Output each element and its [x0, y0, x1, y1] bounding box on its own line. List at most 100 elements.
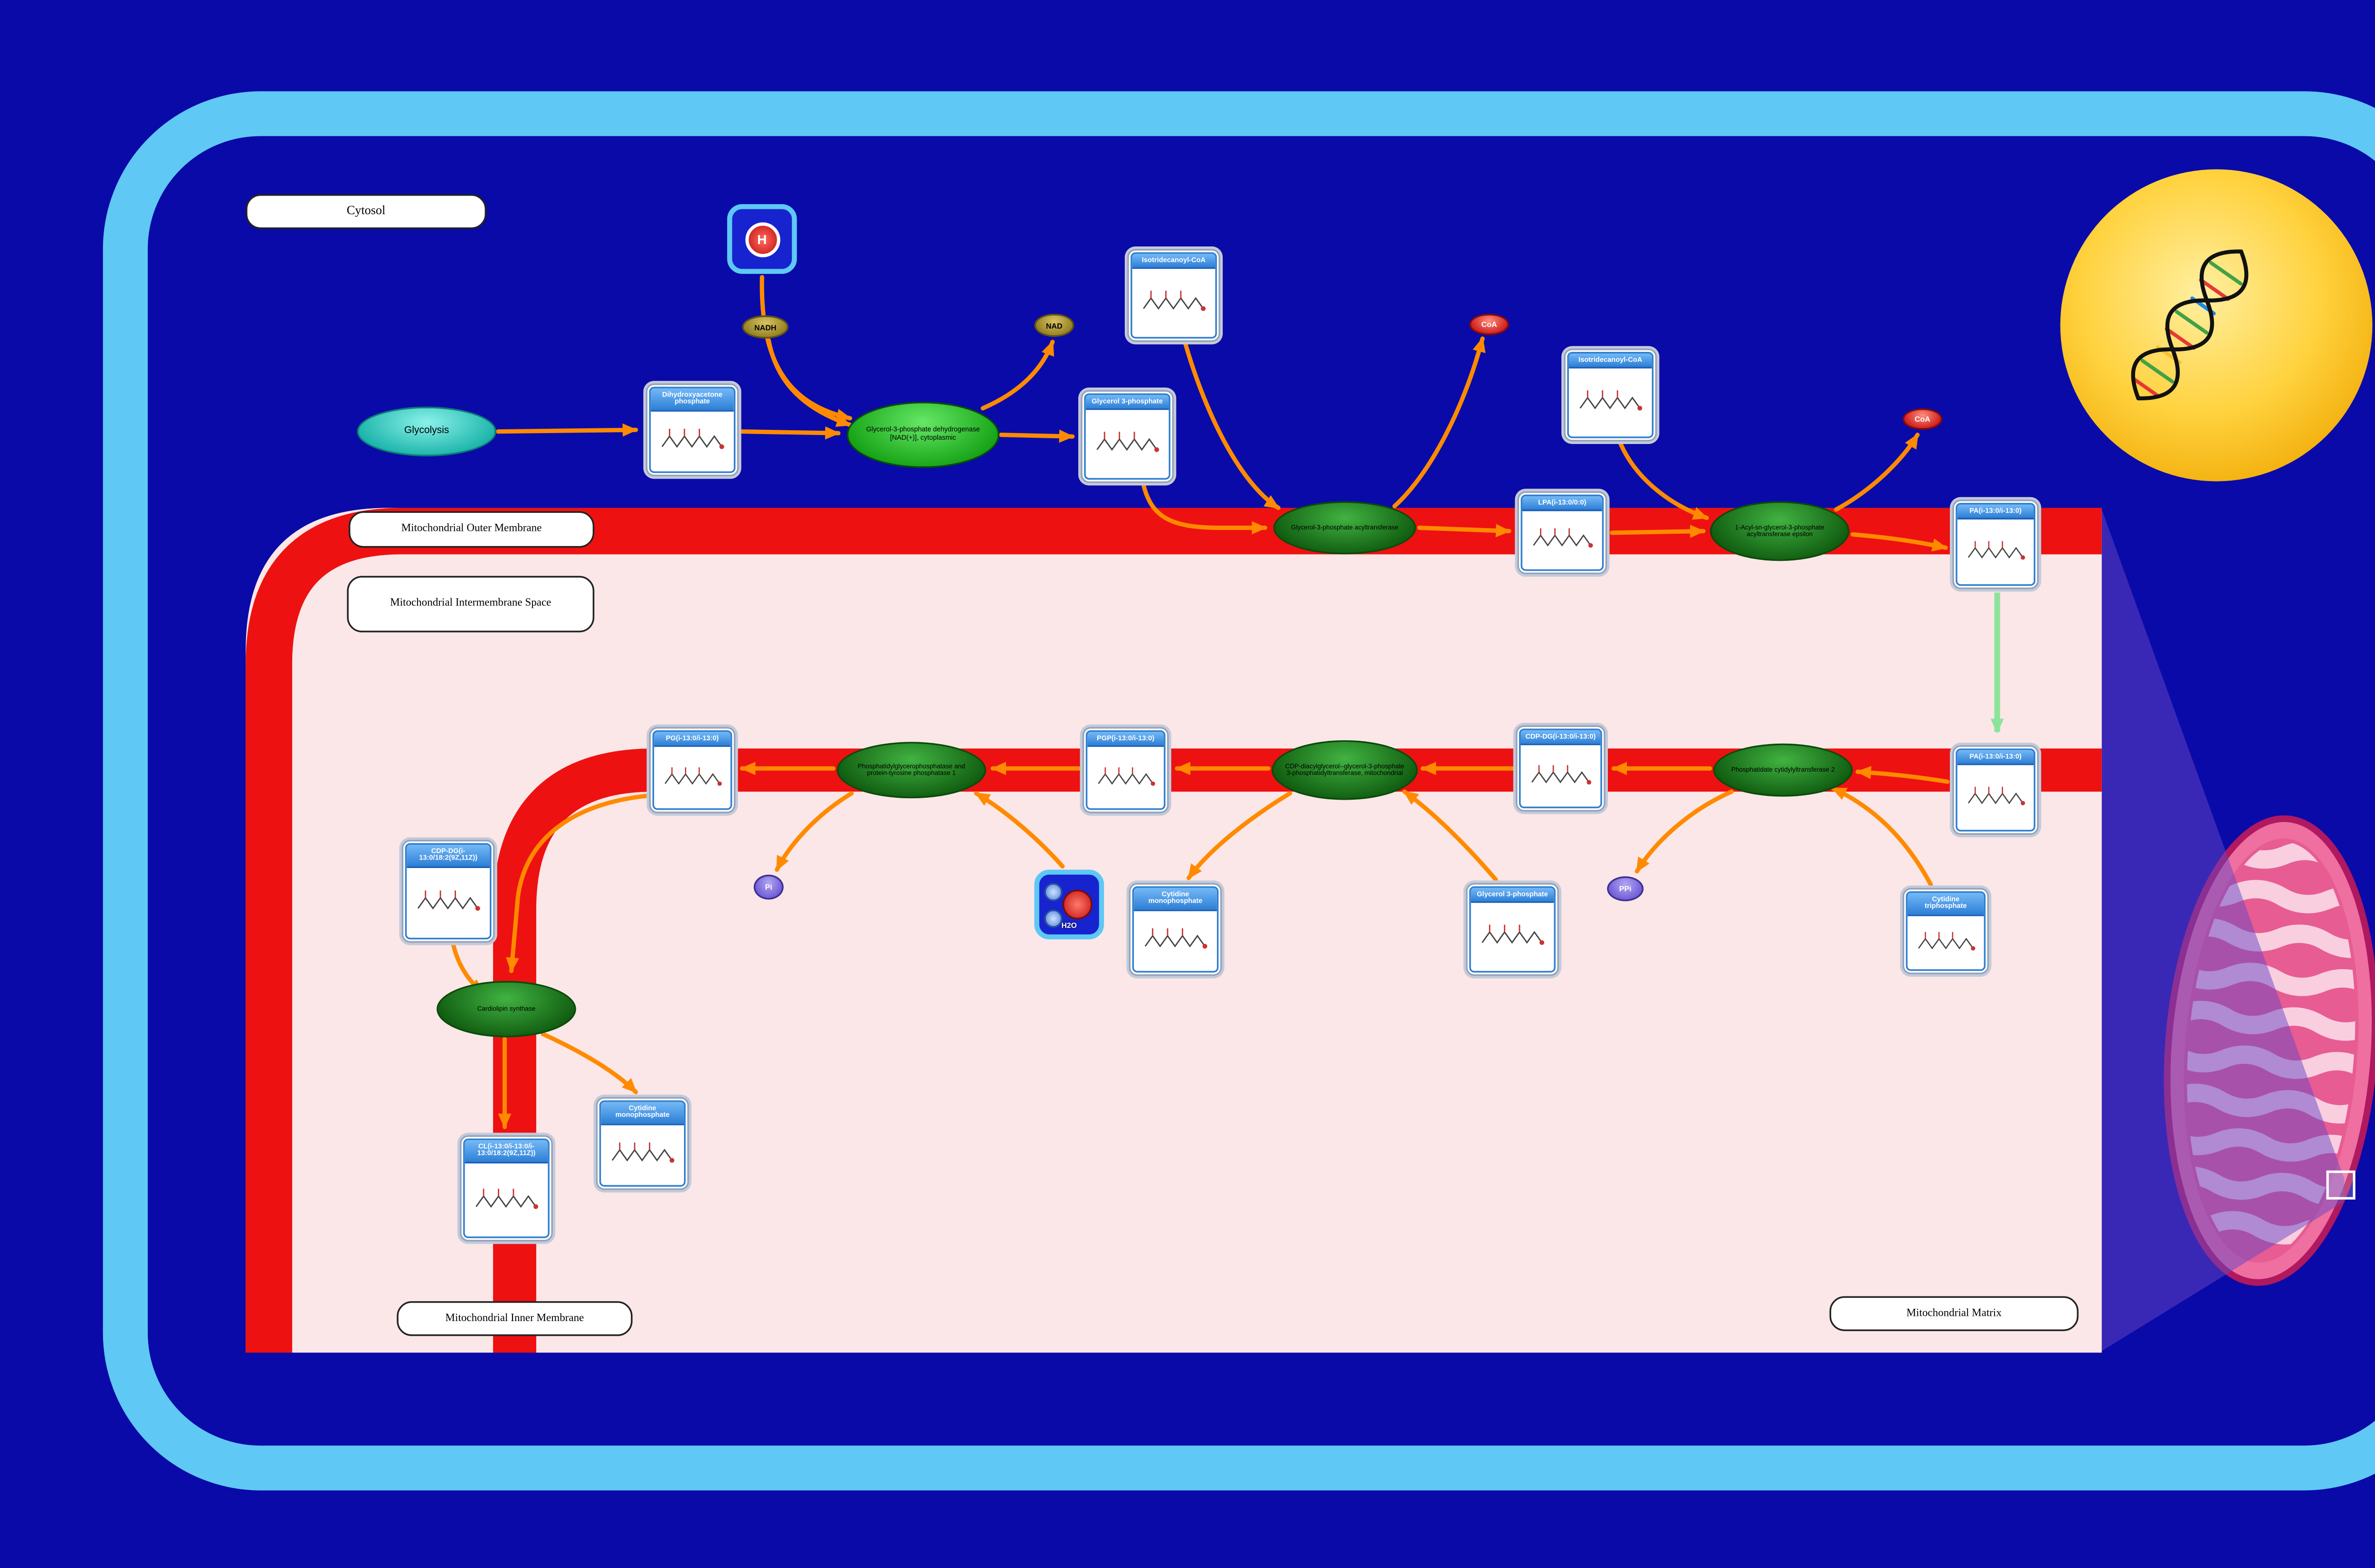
enzyme-gpat[interactable]: Glycerol-3-phosphate acyltransferase [1273, 501, 1416, 555]
chemical-structure [1529, 756, 1592, 795]
proton-icon[interactable]: H [727, 204, 797, 274]
dna-icon [2131, 249, 2249, 401]
chemical-structure [1141, 281, 1206, 325]
chemical-structure [659, 422, 725, 461]
node-label: Glycerol 3-phosphate [1471, 888, 1554, 903]
inner-membrane-band [493, 748, 2102, 1353]
node-label: CL(i-13:0/i-13:0/i-13:0/18:2(9Z,11Z)) [465, 1140, 548, 1163]
node-label: PG(i-13:0/i-13:0) [654, 732, 731, 747]
node-label: PA(i-13:0/i-13:0) [1957, 750, 2034, 765]
chemical-structure [1966, 531, 2025, 573]
label-intermembrane-space: Mitochondrial Intermembrane Space [347, 576, 595, 633]
node-label: Dihydroxyacetone phosphate [651, 388, 734, 412]
metabolite-pa-outer[interactable]: PA(i-13:0/i-13:0) [1952, 500, 2039, 589]
arrow-cds2-to-ppi [1634, 789, 1734, 874]
metabolite-pa-inner[interactable]: PA(i-13:0/i-13:0) [1952, 745, 2039, 835]
label-outer-membrane: Mitochondrial Outer Membrane [348, 511, 595, 548]
arrow-pa-to-cds2 [1855, 766, 1950, 784]
node-label: PGP(i-13:0/i-13:0) [1087, 732, 1164, 747]
enzyme-pgps[interactable]: CDP-diacylglycerol--glycerol-3-phosphate… [1272, 740, 1418, 800]
arrow-agpat-to-coa2 [1834, 433, 1920, 512]
metabolite-cmp-2[interactable]: Cytidine monophosphate [596, 1097, 689, 1190]
molecule-nadh[interactable]: NADH [742, 315, 789, 339]
node-label: Cytidine monophosphate [1134, 888, 1217, 911]
enzyme-cardiolipin-synthase[interactable]: Cardiolipin synthase [437, 981, 576, 1038]
metabolite-isotridecanoyl-coa-1[interactable]: Isotridecanoyl-CoA [1127, 249, 1220, 342]
metabolite-isotridecanoyl-coa-2[interactable]: Isotridecanoyl-CoA [1564, 348, 1657, 442]
chemical-structure [474, 1176, 539, 1224]
metabolite-pg[interactable]: PG(i-13:0/i-13:0) [649, 727, 736, 813]
chemical-structure [1966, 776, 2025, 818]
chemical-structure [1531, 521, 1594, 558]
enzyme-gpd1[interactable]: Glycerol-3-phosphate dehydrogenase [NAD(… [846, 401, 1000, 468]
metabolite-glycerol-3-phosphate-cytosol[interactable]: Glycerol 3-phosphate [1081, 390, 1174, 483]
node-label: Cytidine monophosphate [601, 1102, 684, 1125]
chemical-structure [1142, 922, 1208, 960]
chemical-structure [609, 1136, 675, 1174]
node-label: CDP-DG(i-13:0/i-13:0) [1520, 730, 1601, 746]
chemical-structure [1480, 915, 1545, 959]
enzyme-cds2[interactable]: Phosphatidate cytidylyltransferase 2 [1713, 743, 1853, 797]
arrow-pgps-to-cmp [1186, 791, 1292, 880]
node-label: Isotridecanoyl-CoA [1568, 353, 1652, 368]
metabolite-ctp[interactable]: Cytidine triphosphate [1902, 888, 1989, 974]
arrow-ctp-to-cds2 [1831, 786, 1933, 887]
molecule-coa-1[interactable]: CoA [1469, 313, 1510, 336]
node-label: Glycerol 3-phosphate [1085, 395, 1169, 410]
metabolite-dhap[interactable]: Dihydroxyacetone phosphate [646, 383, 739, 477]
arrow-g3p-to-gpat [1141, 484, 1267, 535]
chemical-structure [1916, 926, 1976, 960]
node-label: Isotridecanoyl-CoA [1132, 254, 1216, 269]
arrow-itccoa1-to-gpat [1183, 341, 1281, 510]
zoom-beam [2101, 509, 2345, 1351]
molecule-coa-2[interactable]: CoA [1902, 408, 1943, 430]
enzyme-agpat-epsilon[interactable]: 1-Acyl-sn-glycerol-3-phosphate acyltrans… [1710, 501, 1850, 561]
label-matrix: Mitochondrial Matrix [1829, 1296, 2079, 1332]
metabolite-glycerol-3-phosphate-matrix[interactable]: Glycerol 3-phosphate [1466, 883, 1559, 976]
arrow-agpat-to-pa [1850, 532, 1948, 552]
arrow-itccoa2-to-agpat [1618, 441, 1709, 520]
node-label: Cytidine triphosphate [1907, 893, 1984, 916]
arrow-h2o-to-ptpmt1 [974, 791, 1065, 869]
metabolite-cdp-dg-1[interactable]: CDP-DG(i-13:0/i-13:0) [1516, 725, 1606, 812]
chemical-structure [1577, 380, 1643, 425]
water-icon[interactable]: H2O [1034, 869, 1104, 940]
nucleus-illustration [2060, 169, 2373, 482]
label-inner-membrane: Mitochondrial Inner Membrane [397, 1301, 633, 1336]
arrow-gpd1-to-g3p [999, 429, 1075, 443]
node-label: PA(i-13:0/i-13:0) [1957, 504, 2034, 520]
molecule-nad[interactable]: NAD [1034, 313, 1074, 337]
chemical-structure [662, 758, 722, 797]
node-label: CDP-DG(i-13:0/18:2(9Z,11Z)) [407, 845, 490, 868]
arrow-cls-to-cmp2 [541, 1031, 638, 1095]
metabolite-cmp-1[interactable]: Cytidine monophosphate [1129, 883, 1222, 976]
pathway-glycolysis[interactable]: Glycolysis [357, 406, 497, 457]
molecule-ppi[interactable]: PPi [1607, 876, 1644, 901]
hydrogen-atom [1044, 882, 1063, 901]
arrow-ptpmt1-to-pi [775, 791, 854, 872]
enzyme-ptpmt1[interactable]: Phosphatidylglycerophosphatase and prote… [836, 742, 987, 799]
molecule-pi[interactable]: Pi [753, 874, 784, 900]
metabolite-lpa[interactable]: LPA(i-13:0/0:0) [1517, 491, 1607, 575]
water-label: H2O [1061, 920, 1077, 929]
arrow-gpat-to-coa1 [1392, 336, 1486, 509]
arrow-pg-to-cls [506, 793, 658, 973]
arrow-dhap-to-gpd1 [740, 426, 841, 440]
arrow-lpa-to-agpat [1610, 524, 1706, 538]
chemical-structure [416, 880, 481, 926]
h-plus-label: H [744, 221, 779, 256]
arrow-gpd1-to-nad [980, 340, 1055, 411]
cell-membrane-border [103, 91, 2375, 1491]
arrow-gpat-to-lpa [1417, 524, 1511, 538]
reaction-arrows [451, 275, 1950, 1129]
metabolite-cdp-dg-2[interactable]: CDP-DG(i-13:0/18:2(9Z,11Z)) [401, 840, 495, 943]
metabolite-pgp[interactable]: PGP(i-13:0/i-13:0) [1082, 727, 1169, 813]
zoom-region-marker [2326, 1170, 2356, 1200]
hydrogen-atom [1044, 908, 1063, 927]
chemical-structure [1094, 422, 1160, 466]
oxygen-atom [1062, 888, 1092, 919]
node-label: LPA(i-13:0/0:0) [1522, 496, 1602, 511]
arrow-glycolysis-to-dhap [495, 423, 638, 437]
metabolite-cardiolipin[interactable]: CL(i-13:0/i-13:0/i-13:0/18:2(9Z,11Z)) [460, 1135, 553, 1242]
